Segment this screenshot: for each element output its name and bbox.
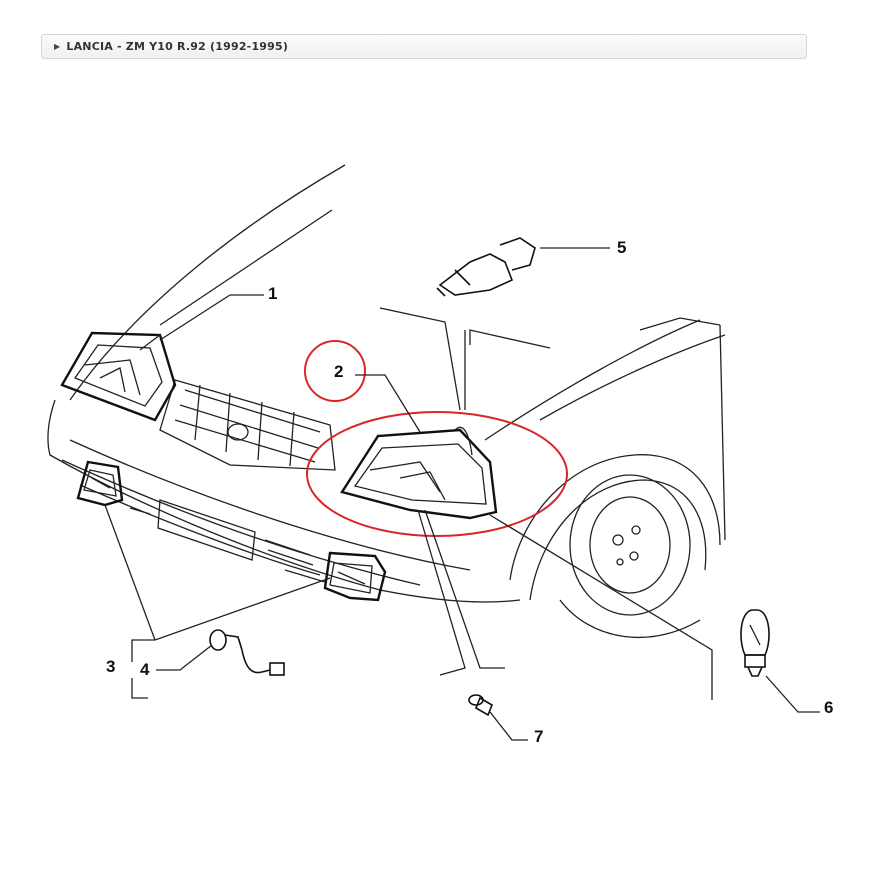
small-bulb[interactable]	[468, 694, 493, 717]
callout-3: 3	[106, 657, 115, 676]
highlight-ellipse	[306, 411, 568, 537]
fog-bulb-wiring[interactable]	[209, 629, 285, 676]
callout-2: 2	[334, 362, 343, 381]
callout-5: 5	[617, 238, 626, 257]
car-body	[47, 164, 726, 638]
breadcrumb-label: LANCIA - ZM Y10 R.92 (1992-1995)	[66, 40, 289, 53]
indicator-bulb[interactable]	[740, 609, 770, 677]
fog-lamp-right[interactable]	[323, 551, 387, 602]
callout-1: 1	[268, 284, 277, 303]
caret-right-icon: ▶	[54, 42, 61, 51]
headlamp-right[interactable]	[340, 426, 498, 520]
fog-lamp-left[interactable]	[76, 460, 124, 507]
callout-4: 4	[140, 660, 150, 679]
breadcrumb[interactable]: ▶ LANCIA - ZM Y10 R.92 (1992-1995)	[41, 34, 807, 59]
h4-bulb[interactable]	[436, 237, 536, 297]
highlight-circle	[304, 340, 366, 402]
callout-6: 6	[824, 698, 833, 717]
leader-lines	[104, 247, 820, 741]
headlamp-left[interactable]	[60, 331, 177, 422]
callout-7: 7	[534, 727, 543, 746]
